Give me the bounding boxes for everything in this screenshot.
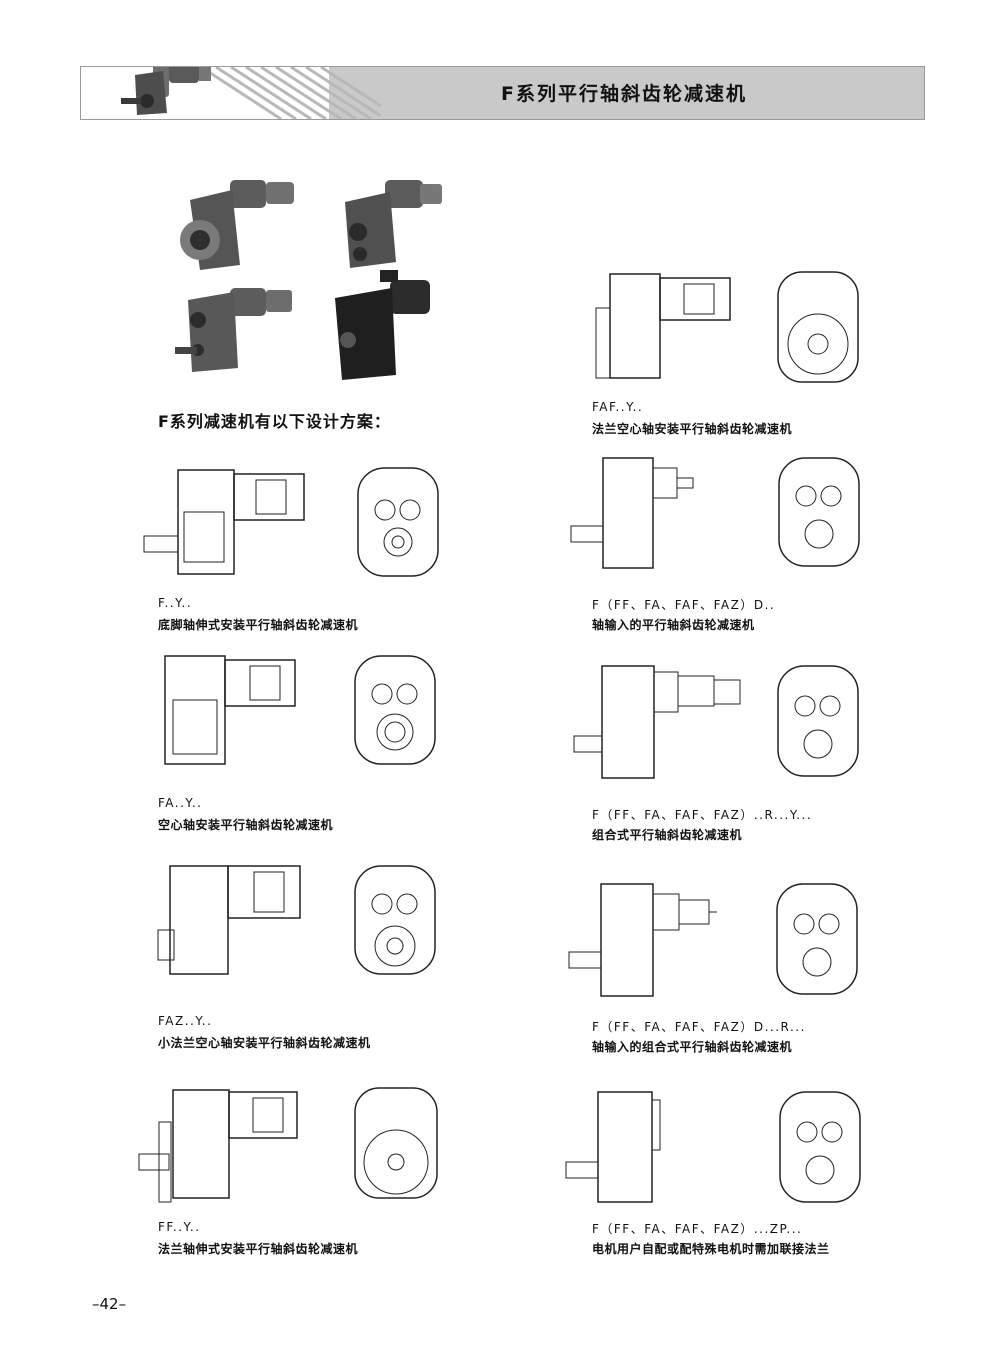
design-description: 小法兰空心轴安装平行轴斜齿轮减速机 (158, 1036, 371, 1050)
drawing-faz-y (157, 865, 436, 975)
design-description: 电机用户自配或配特殊电机时需加联接法兰 (592, 1242, 830, 1256)
drawing-f-r-y (573, 665, 859, 779)
design-code: FAZ..Y.. (158, 1014, 213, 1028)
photo-gearbox-flange (180, 180, 294, 270)
photo-gearbox-shaft (175, 288, 292, 372)
design-code: F（FF、FA、FAF、FAZ）...ZP... (592, 1222, 803, 1236)
design-code: F（FF、FA、FAF、FAZ）D...R... (592, 1020, 806, 1034)
design-code: F（FF、FA、FAF、FAZ）..R...Y... (592, 808, 813, 822)
design-code: FAF..Y.. (592, 400, 644, 414)
design-code: FF..Y.. (158, 1220, 201, 1234)
design-description: 轴输入的平行轴斜齿轮减速机 (592, 618, 755, 632)
design-description: 空心轴安装平行轴斜齿轮减速机 (158, 818, 334, 832)
header-stripes (200, 67, 381, 119)
design-description: 法兰空心轴安装平行轴斜齿轮减速机 (592, 422, 793, 436)
drawing-fa-y (164, 655, 436, 765)
design-description: 轴输入的组合式平行轴斜齿轮减速机 (592, 1040, 793, 1054)
header-band (329, 67, 924, 119)
page-header: F系列平行轴斜齿轮减速机 (80, 66, 925, 120)
design-code: FA..Y.. (158, 796, 203, 810)
drawing-faf-y (595, 271, 859, 383)
page-title: F系列平行轴斜齿轮减速机 (501, 83, 747, 105)
page-number: –42– (92, 1295, 127, 1313)
design-description: 组合式平行轴斜齿轮减速机 (592, 828, 743, 842)
design-description: 底脚轴伸式安装平行轴斜齿轮减速机 (158, 618, 359, 632)
design-code: F..Y.. (158, 596, 193, 610)
photo-gearbox-hollow (345, 180, 442, 268)
drawing-f-d-r (568, 883, 858, 997)
design-code: F（FF、FA、FAF、FAZ）D.. (592, 598, 776, 612)
drawing-f-zp (565, 1091, 861, 1203)
photo-gearbox-dark (335, 270, 430, 380)
product-photos (175, 180, 442, 380)
header-gearbox-image (121, 67, 211, 115)
drawing-f-d (570, 457, 860, 569)
drawing-ff-y (138, 1087, 438, 1203)
design-description: 法兰轴伸式安装平行轴斜齿轮减速机 (158, 1242, 359, 1256)
design-options-heading: F系列减速机有以下设计方案： (158, 412, 391, 431)
drawing-f-y (143, 467, 439, 577)
